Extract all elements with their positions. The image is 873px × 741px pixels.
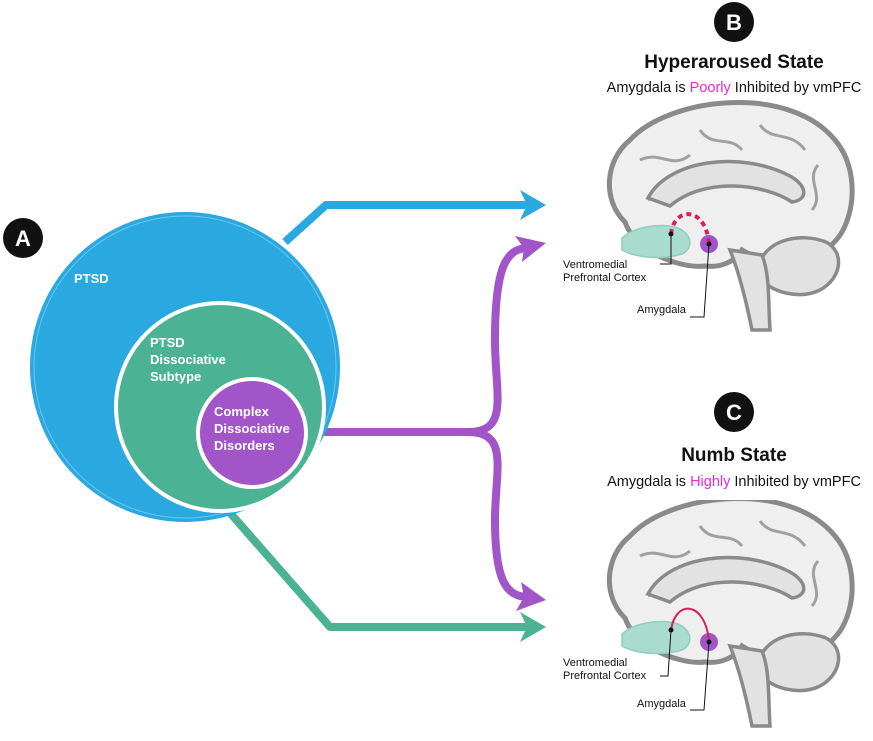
callout-c-amygdala: Amygdala [637, 698, 687, 710]
callout-b-vmpfc-line [660, 234, 672, 265]
complex-label-line3: Disorders [214, 438, 275, 453]
brain-c-corpus-callosum [645, 555, 806, 604]
brain-b-weak-connection [669, 212, 711, 245]
brain-c-gyri [639, 520, 820, 607]
badge-a-circle [3, 218, 43, 258]
callout-b-amygdala-line [690, 243, 710, 318]
complex-label-line2: Dissociative [214, 421, 290, 436]
complex-arrowhead-down [516, 582, 546, 611]
callout-c-vmpfc-line [660, 629, 672, 677]
callout-c-vmpfc-line1: Ventromedial [563, 657, 627, 669]
brain-b-illustration [606, 100, 855, 332]
panel-numb: C Numb State Amygdala is Highly Inhibite… [563, 392, 861, 728]
subtype-arrowhead [520, 612, 546, 642]
brain-b-corpus-callosum [645, 159, 806, 208]
dissociative-label-line2: Dissociative [150, 352, 226, 367]
panel-hyperaroused: B Hyperaroused State Amygdala is Poorly … [563, 2, 862, 332]
callout-c-vmpfc-line2: Prefrontal Cortex [563, 670, 647, 682]
hyperaroused-subtitle-suffix: Inhibited by vmPFC [731, 80, 862, 96]
hyperaroused-subtitle: Amygdala is Poorly Inhibited by vmPFC [607, 80, 862, 96]
badge-c-letter: C [726, 400, 742, 425]
brain-b-cerebellum [758, 236, 841, 297]
badge-b-circle [714, 2, 754, 42]
dissociative-label-line3: Subtype [150, 369, 201, 384]
numb-subtitle-emphasis: Highly [690, 474, 731, 490]
complex-disorders-circle [196, 377, 308, 489]
ptsd-circle-inner-edge [33, 215, 337, 519]
complex-arrow-up [300, 244, 529, 436]
callout-b-vmpfc-line1: Ventromedial [563, 259, 627, 271]
dissociative-label-line1: PTSD [150, 335, 185, 350]
brain-c-cerebellum [758, 632, 841, 693]
badge-b-letter: B [726, 10, 742, 35]
complex-arrow-down [467, 428, 529, 601]
ptsd-arrow [282, 201, 528, 245]
hyperaroused-subtitle-emphasis: Poorly [690, 80, 732, 96]
callout-b-vmpfc-line2: Prefrontal Cortex [563, 272, 647, 284]
brain-c-brainstem [727, 643, 772, 728]
complex-label-line1: Complex [214, 404, 270, 419]
subtype-arrow [206, 487, 528, 631]
hyperaroused-title: Hyperaroused State [644, 52, 824, 73]
numb-subtitle-prefix: Amygdala is [607, 474, 690, 490]
callout-b-amygdala: Amygdala [637, 304, 687, 316]
badge-a: A [3, 218, 43, 258]
brain-b-brainstem [727, 247, 772, 332]
badge-c-circle [714, 392, 754, 432]
arrows [206, 190, 546, 642]
badge-a-letter: A [15, 226, 31, 251]
numb-title: Numb State [681, 445, 787, 466]
complex-arrowhead-up [515, 236, 546, 262]
numb-subtitle-suffix: Inhibited by vmPFC [730, 474, 861, 490]
numb-subtitle: Amygdala is Highly Inhibited by vmPFC [607, 474, 861, 490]
hyperaroused-subtitle-prefix: Amygdala is [607, 80, 690, 96]
brain-b-gyri [639, 124, 820, 211]
brain-c-illustration [606, 500, 855, 728]
ptsd-label: PTSD [74, 271, 109, 286]
nested-circles: PTSD PTSD Dissociative Subtype Complex D… [30, 212, 340, 522]
ptsd-arrowhead [520, 190, 546, 220]
callout-c-amygdala-line [690, 641, 710, 711]
brain-c-strong-connection [670, 607, 710, 643]
